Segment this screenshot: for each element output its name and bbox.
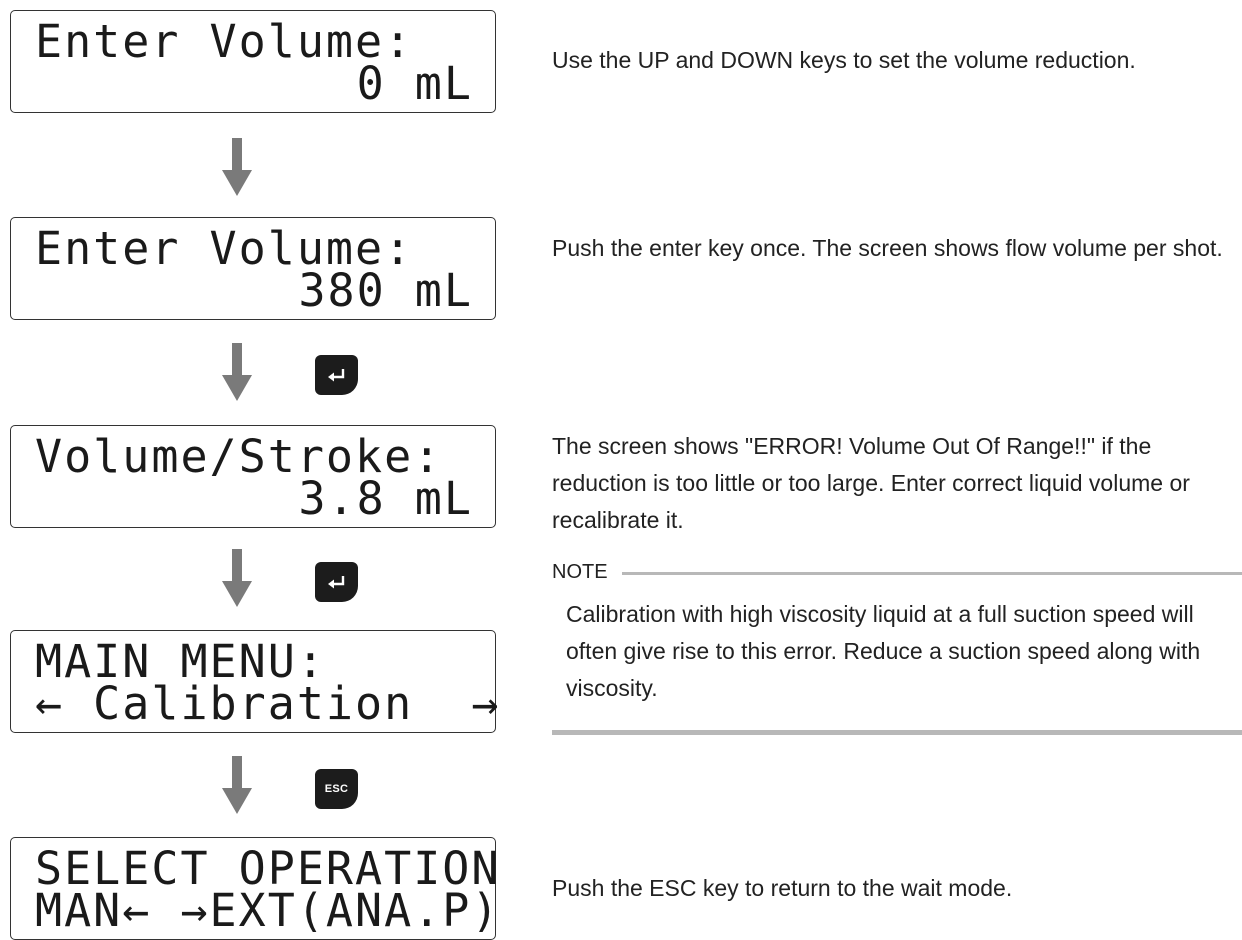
down-arrow-icon [222, 756, 252, 814]
lcd-screen-select-operation: SELECT OPERATION MAN← →EXT(ANA.P) [10, 837, 498, 940]
lcd-line-2: ← Calibration → [35, 677, 501, 730]
instruction-push-esc: Push the ESC key to return to the wait m… [552, 875, 1013, 901]
lcd-line-1: Volume/Stroke: [35, 430, 443, 483]
down-arrow-icon [222, 549, 252, 607]
lcd-screen-main-menu: MAIN MENU: ← Calibration → [10, 630, 498, 733]
note-label: NOTE [552, 561, 608, 583]
instruction-push-enter: Push the enter key once. The screen show… [552, 235, 1223, 261]
enter-key-icon [315, 355, 358, 395]
note-rule-bottom [552, 730, 1242, 735]
lcd-line-1: Enter Volume: [35, 15, 414, 68]
lcd-line-2: 380 mL [298, 264, 473, 317]
lcd-line-2: MAN← →EXT(ANA.P) [35, 884, 501, 937]
lcd-screen-enter-volume-set: Enter Volume: 380 mL [10, 217, 496, 320]
lcd-screen-volume-stroke: Volume/Stroke: 3.8 mL [10, 425, 496, 528]
down-arrow-icon [222, 138, 252, 196]
esc-key-icon: ESC [315, 769, 358, 809]
instruction-set-volume: Use the UP and DOWN keys to set the volu… [552, 47, 1136, 73]
lcd-line-1: SELECT OPERATION [35, 842, 501, 895]
lcd-line-1: Enter Volume: [35, 222, 414, 275]
esc-key-label: ESC [324, 783, 349, 795]
lcd-line-2: 0 mL [356, 57, 473, 110]
enter-key-icon [315, 562, 358, 602]
down-arrow-icon [222, 343, 252, 401]
lcd-line-1: MAIN MENU: [35, 635, 326, 688]
instruction-error-message: The screen shows "ERROR! Volume Out Of R… [552, 433, 1190, 533]
note-rule-top [622, 572, 1242, 575]
lcd-line-2: 3.8 mL [298, 472, 473, 525]
lcd-screen-enter-volume: Enter Volume: 0 mL [10, 10, 496, 113]
note-text: Calibration with high viscosity liquid a… [566, 601, 1201, 701]
